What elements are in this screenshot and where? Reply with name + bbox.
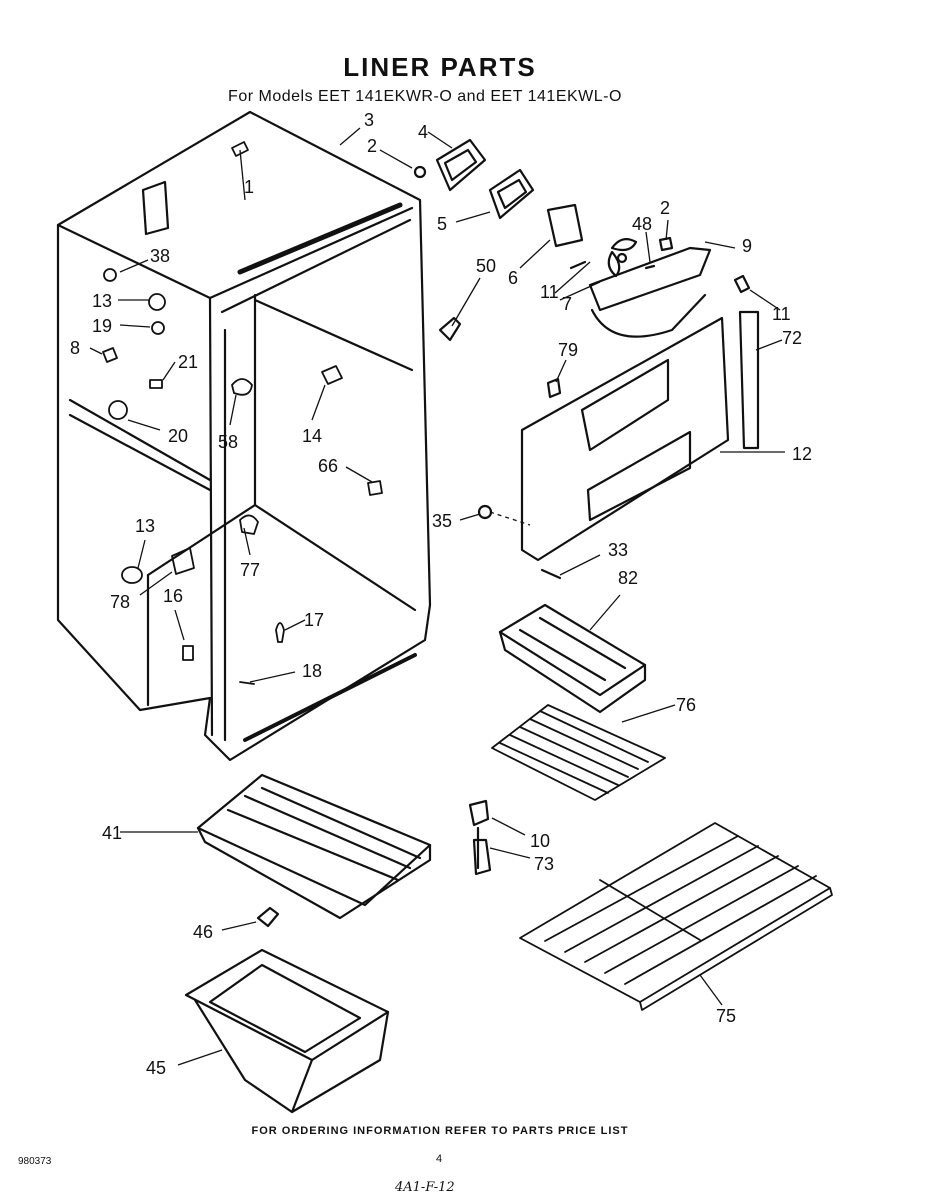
callout-label: 1: [244, 177, 254, 197]
leader-lines: [89, 127, 785, 1066]
freezer-shelf: [491, 704, 666, 801]
wire-shelf: [519, 822, 833, 1011]
callout-label: 3: [364, 110, 374, 130]
callout-label: 46: [193, 922, 213, 942]
callout-label: 78: [110, 592, 130, 612]
callout-label: 79: [558, 340, 578, 360]
callout-label: 41: [102, 823, 122, 843]
callout-label: 2: [367, 136, 377, 156]
callout-label: 10: [530, 831, 550, 851]
callout-label: 33: [608, 540, 628, 560]
page-title: LINER PARTS: [343, 52, 537, 82]
callout-label: 77: [240, 560, 260, 580]
callout-labels: 3 4 2 1 5 48 2 9 6 11 7 11 72 38 50 13 1…: [70, 110, 812, 1078]
callout-label: 2: [660, 198, 670, 218]
callout-label: 75: [716, 1006, 736, 1026]
callout-label: 5: [437, 214, 447, 234]
callout-label: 72: [782, 328, 802, 348]
callout-label: 58: [218, 432, 238, 452]
model-subtitle: For Models EET 141EKWR-O and EET 141EKWL…: [228, 88, 622, 105]
crisper-pan: [184, 948, 390, 1114]
callout-label: 8: [70, 338, 80, 358]
callout-label: 6: [508, 268, 518, 288]
callout-label: 11: [772, 304, 791, 324]
callout-label: 50: [476, 256, 496, 276]
drip-tray: [196, 773, 432, 920]
thermostat-parts: [468, 799, 492, 876]
ice-tray: [498, 603, 647, 714]
callout-label: 9: [742, 236, 752, 256]
callout-label: 4: [418, 122, 428, 142]
callout-label: 11: [540, 282, 559, 302]
page-number: 4: [436, 1153, 443, 1165]
callout-label: 13: [135, 516, 155, 536]
evaporator-cover: [477, 310, 760, 580]
callout-label: 16: [163, 586, 183, 606]
callout-label: 21: [178, 352, 198, 372]
callout-label: 38: [150, 246, 170, 266]
handwritten-note: 4A1-F-12: [395, 1180, 455, 1195]
callout-label: 45: [146, 1058, 166, 1078]
callout-label: 19: [92, 316, 112, 336]
document-number: 980373: [18, 1156, 52, 1167]
callout-label: 82: [618, 568, 638, 588]
cabinet-small-parts: [102, 141, 383, 685]
callout-label: 18: [302, 661, 322, 681]
callout-label: 73: [534, 854, 554, 874]
callout-label: 13: [92, 291, 112, 311]
duct-parts: [413, 138, 751, 342]
callout-label: 20: [168, 426, 188, 446]
callout-label: 76: [676, 695, 696, 715]
callout-label: 7: [562, 294, 572, 314]
callout-label: 12: [792, 444, 812, 464]
callout-label: 48: [632, 214, 652, 234]
callout-label: 35: [432, 511, 452, 531]
liner-cabinet: [56, 110, 432, 762]
ordering-note: FOR ORDERING INFORMATION REFER TO PARTS …: [251, 1125, 629, 1137]
callout-label: 17: [304, 610, 324, 630]
callout-label: 14: [302, 426, 322, 446]
callout-label: 66: [318, 456, 338, 476]
clip-46: [256, 906, 280, 928]
